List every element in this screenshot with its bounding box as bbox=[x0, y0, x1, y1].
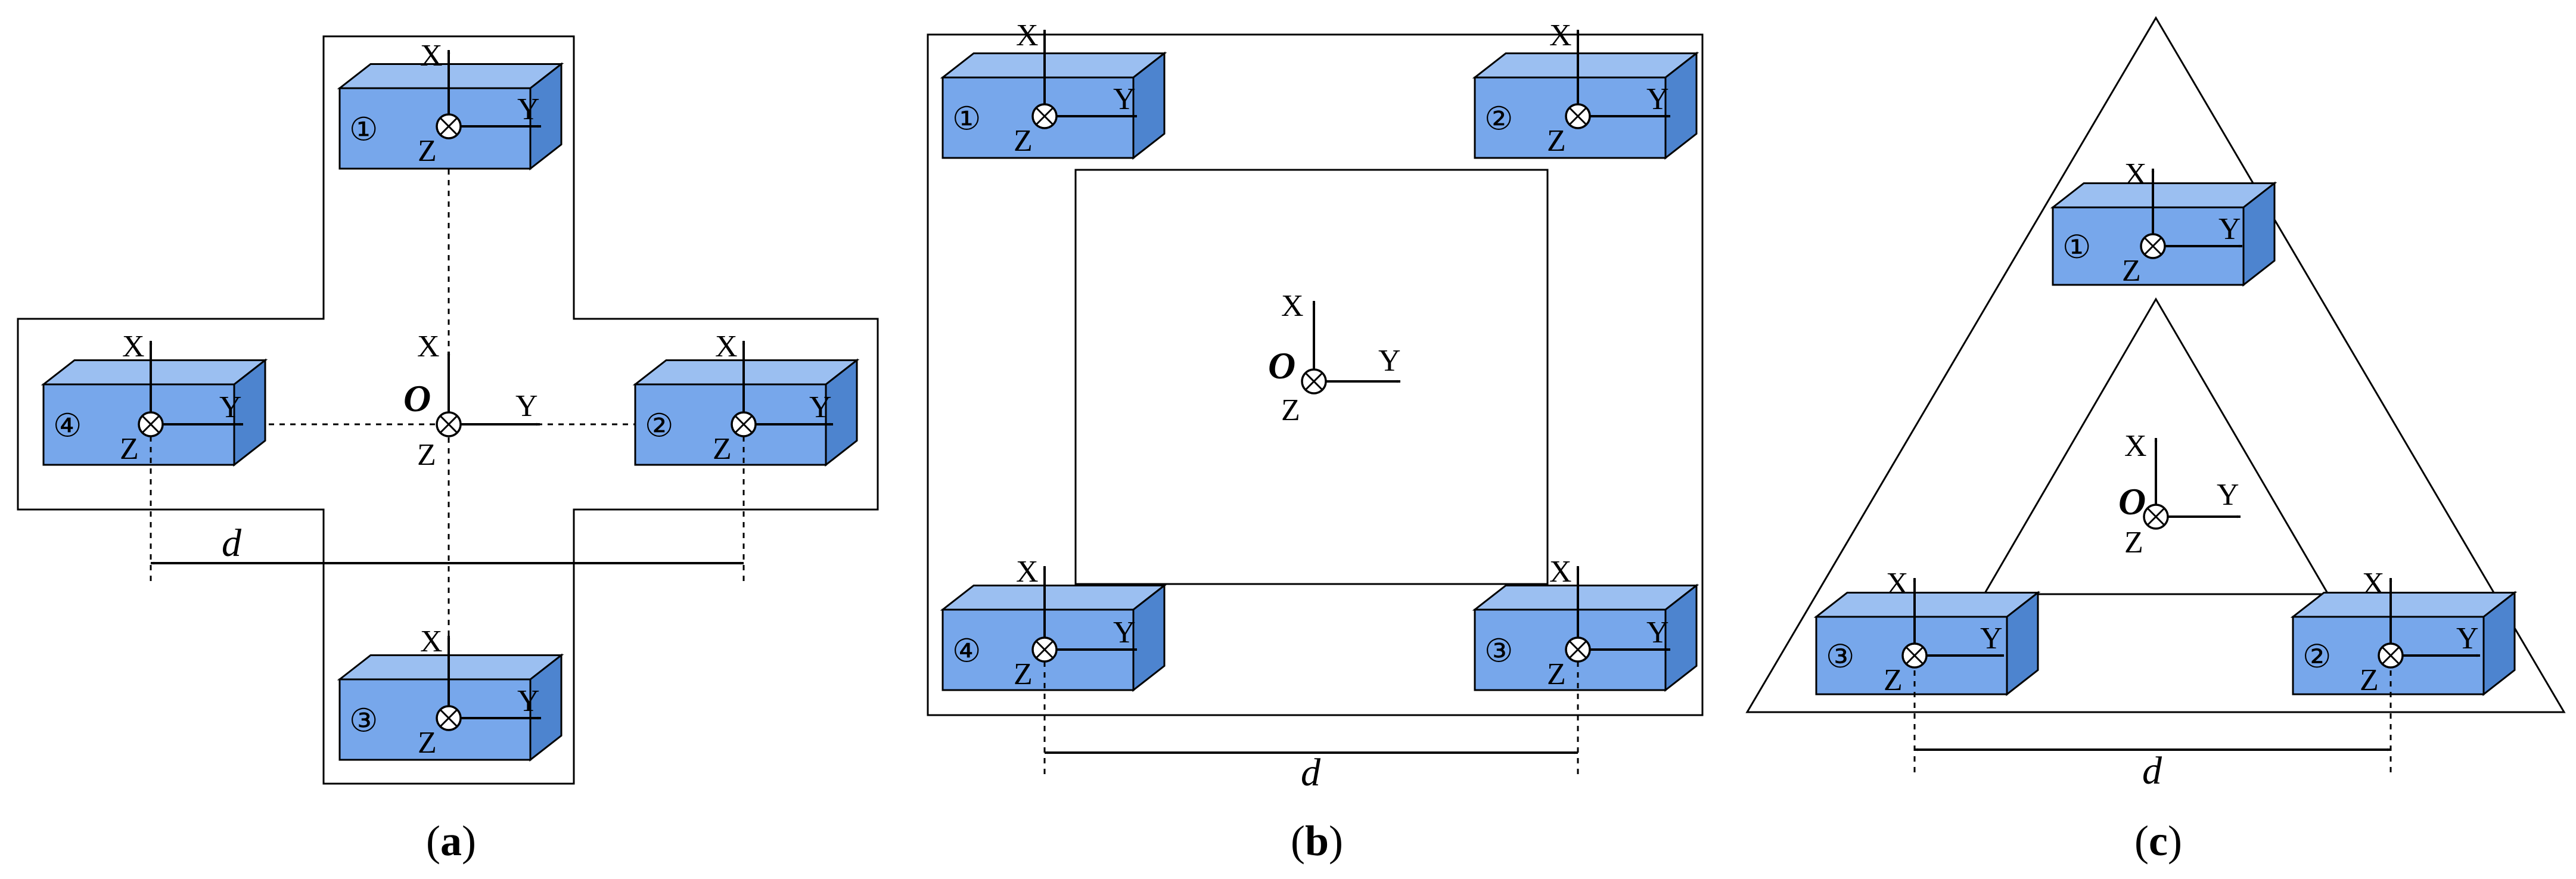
sensor-number: ③ bbox=[1826, 639, 1854, 675]
origin-y-label: Y bbox=[1378, 344, 1401, 378]
origin-y-label: Y bbox=[2217, 478, 2239, 512]
sensor-z-label: Z bbox=[1014, 657, 1033, 691]
sensor-z-label: Z bbox=[2122, 254, 2141, 288]
sensor-y-label: Y bbox=[1980, 622, 2003, 656]
sensor-x-label: X bbox=[1549, 555, 1572, 589]
sensor-block-2: X Y Z② bbox=[1472, 18, 1699, 160]
sensor-z-label: Z bbox=[1014, 124, 1033, 158]
caption-a: (a) bbox=[426, 817, 476, 865]
origin-frame-b: X Y Z O bbox=[1268, 289, 1401, 427]
sensor-x-label: X bbox=[1549, 18, 1572, 52]
sensor-x-label: X bbox=[2362, 567, 2385, 601]
sensor-z-label: Z bbox=[1884, 663, 1903, 697]
sensor-number: ② bbox=[645, 408, 673, 444]
sensor-y-label: Y bbox=[517, 92, 540, 126]
sensor-x-label: X bbox=[420, 625, 443, 659]
sensor-y-label: Y bbox=[1646, 616, 1669, 650]
sensor-y-label: Y bbox=[219, 390, 242, 424]
sensor-number: ③ bbox=[349, 703, 378, 739]
distance-label-c: d bbox=[2142, 749, 2162, 793]
sensor-x-label: X bbox=[1886, 567, 1909, 601]
distance-a: d bbox=[150, 436, 745, 581]
sensor-x-label: X bbox=[1016, 18, 1039, 52]
origin-z-label: Z bbox=[2124, 526, 2143, 560]
sensor-block-2: X Y Z ② bbox=[632, 330, 860, 467]
sensor-y-label: Y bbox=[2456, 622, 2479, 656]
sensor-z-label: Z bbox=[2360, 663, 2379, 697]
panel-a: X Y Z ① X Y Z ② X Y Z ③ X Y Z ④ X Y Z O d (a) bbox=[17, 35, 879, 865]
origin-frame-c: X Y Z O bbox=[2118, 429, 2241, 560]
sensor-block-4: X Y Z④ bbox=[940, 555, 1167, 692]
sensor-block-1: X Y Z① bbox=[940, 18, 1167, 160]
caption-b: (b) bbox=[1291, 817, 1343, 865]
sensor-x-label: X bbox=[1016, 555, 1039, 589]
sensor-number: ② bbox=[1484, 101, 1513, 137]
sensor-number: ③ bbox=[1484, 633, 1513, 669]
sensor-number: ① bbox=[349, 112, 378, 148]
origin-o-label: O bbox=[1268, 344, 1295, 387]
distance-label-a: d bbox=[222, 521, 242, 565]
origin-x-label: X bbox=[1281, 289, 1304, 323]
origin-x-label: X bbox=[2124, 429, 2147, 463]
sensor-z-label: Z bbox=[418, 134, 437, 168]
sensor-block-3: X Y Z③ bbox=[1472, 555, 1699, 692]
origin-z-label: Z bbox=[1281, 393, 1300, 427]
sensor-block-4: X Y Z ④ bbox=[41, 330, 268, 467]
sensor-z-label: Z bbox=[713, 432, 732, 466]
origin-o-label: O bbox=[403, 377, 431, 420]
sensor-z-label: Z bbox=[418, 726, 437, 760]
sensor-number: ④ bbox=[952, 633, 981, 669]
origin-o-label: O bbox=[2118, 480, 2146, 523]
sensor-number: ② bbox=[2302, 639, 2331, 675]
sensor-x-label: X bbox=[2124, 157, 2147, 191]
sensor-y-label: Y bbox=[1113, 616, 1136, 650]
sensor-z-label: Z bbox=[1547, 657, 1566, 691]
sensor-x-label: X bbox=[715, 330, 738, 364]
distance-label-b: d bbox=[1301, 751, 1321, 794]
sensor-number: ① bbox=[2062, 229, 2091, 265]
distance-c: d bbox=[1913, 670, 2392, 793]
caption-c: (c) bbox=[2134, 817, 2182, 865]
sensor-block-1: X Y Z① bbox=[2050, 157, 2277, 288]
sensor-y-label: Y bbox=[1113, 82, 1136, 116]
sensor-y-label: Y bbox=[517, 684, 540, 718]
sensor-block-3: X Y Z③ bbox=[1813, 567, 2041, 697]
origin-y-label: Y bbox=[515, 389, 538, 423]
sensor-x-label: X bbox=[122, 330, 145, 364]
origin-z-label: Z bbox=[417, 438, 436, 472]
sensor-block-2: X Y Z② bbox=[2290, 567, 2518, 697]
sensor-z-label: Z bbox=[120, 432, 139, 466]
origin-frame-a: X Y Z O bbox=[403, 330, 540, 472]
sensor-block-1: X Y Z ① bbox=[337, 39, 564, 171]
sensor-number: ④ bbox=[53, 408, 82, 444]
sensor-y-label: Y bbox=[2218, 212, 2241, 246]
origin-x-label: X bbox=[417, 330, 440, 364]
sensor-block-3: X Y Z ③ bbox=[337, 625, 564, 762]
sensor-number: ① bbox=[952, 101, 981, 137]
sensor-y-label: Y bbox=[1646, 82, 1669, 116]
sensor-z-label: Z bbox=[1547, 124, 1566, 158]
sensor-y-label: Y bbox=[809, 390, 832, 424]
distance-b: d bbox=[1043, 661, 1579, 794]
sensor-x-label: X bbox=[420, 39, 443, 73]
